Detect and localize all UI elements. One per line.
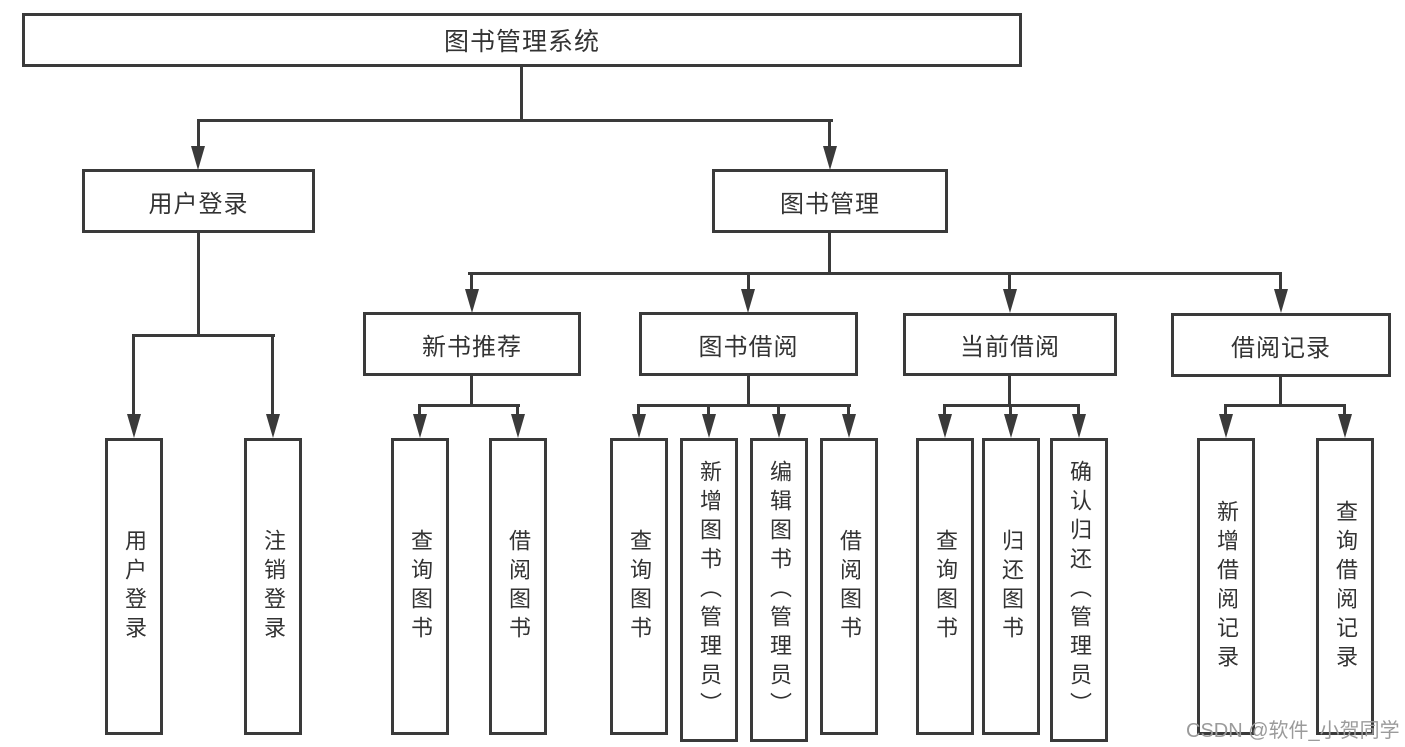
connector-line (1224, 404, 1346, 407)
leaf-query-borrow-record: 查询借阅记录 (1316, 438, 1374, 735)
connector-line (1279, 377, 1282, 406)
connector-line (520, 67, 523, 119)
connector-line (828, 119, 831, 146)
csdn-watermark: CSDN @软件_小贺同学 (1186, 720, 1400, 742)
connector-line (1224, 404, 1227, 414)
node-book-borrowing: 图书借阅 (639, 312, 858, 376)
arrow-down-icon (741, 289, 755, 313)
leaf-return-books-label: 归还图书 (999, 528, 1024, 645)
leaf-confirm-return-admin-label: 确认归还（管理员） (1067, 459, 1092, 721)
connector-line (470, 272, 473, 289)
leaf-edit-books-admin-label: 编辑图书（管理员） (767, 459, 792, 721)
leaf-return-books: 归还图书 (982, 438, 1040, 735)
node-current-borrowing-label: 当前借阅 (960, 334, 1060, 361)
connector-line (637, 404, 851, 407)
connector-line (1343, 404, 1346, 414)
node-borrow-records: 借阅记录 (1171, 313, 1391, 377)
arrow-down-icon (1274, 289, 1288, 313)
connector-line (1008, 376, 1011, 406)
node-current-borrowing: 当前借阅 (903, 313, 1117, 376)
arrow-down-icon (1219, 414, 1233, 438)
arrow-down-icon (1338, 414, 1352, 438)
arrow-down-icon (266, 414, 280, 438)
leaf-add-books-admin-label: 新增图书（管理员） (697, 459, 722, 721)
connector-line (707, 404, 710, 414)
leaf-borrow-books-borrowing: 借阅图书 (820, 438, 878, 735)
node-borrow-records-label: 借阅记录 (1231, 334, 1331, 362)
leaf-borrow-books-borrowing-label: 借阅图书 (837, 528, 862, 645)
leaf-edit-books-admin: 编辑图书（管理员） (750, 438, 808, 742)
node-new-book-recommend-label: 新书推荐 (422, 333, 522, 361)
connector-line (828, 233, 831, 274)
arrow-down-icon (1072, 414, 1086, 438)
leaf-user-login: 用户登录 (105, 438, 163, 735)
arrow-down-icon (772, 414, 786, 438)
arrow-down-icon (702, 414, 716, 438)
arrow-down-icon (1004, 414, 1018, 438)
arrow-down-icon (1003, 289, 1017, 313)
connector-line (1009, 404, 1012, 414)
node-root: 图书管理系统 (22, 13, 1022, 67)
node-book-management-label: 图书管理 (780, 190, 880, 218)
connector-line (1008, 272, 1011, 289)
leaf-query-books-borrowing-label: 查询图书 (627, 528, 652, 645)
connector-line (847, 404, 850, 414)
leaf-query-borrow-record-label: 查询借阅记录 (1333, 499, 1358, 674)
connector-line (132, 334, 135, 414)
connector-line (637, 404, 640, 414)
connector-line (468, 272, 1282, 275)
leaf-query-books-current-label: 查询图书 (933, 528, 958, 645)
connector-line (197, 233, 200, 336)
connector-line (1077, 404, 1080, 414)
arrow-down-icon (632, 414, 646, 438)
leaf-user-login-label: 用户登录 (122, 528, 147, 645)
connector-line (747, 272, 750, 289)
leaf-confirm-return-admin: 确认归还（管理员） (1050, 438, 1108, 742)
arrow-down-icon (465, 289, 479, 313)
connector-line (132, 334, 275, 337)
leaf-query-books-current: 查询图书 (916, 438, 974, 735)
node-new-book-recommend: 新书推荐 (363, 312, 581, 376)
connector-line (943, 404, 946, 414)
arrow-down-icon (511, 414, 525, 438)
leaf-query-books-recommend-label: 查询图书 (408, 528, 433, 645)
leaf-add-borrow-record-label: 新增借阅记录 (1214, 499, 1239, 674)
arrow-down-icon (191, 146, 205, 170)
connector-line (197, 119, 200, 146)
arrow-down-icon (413, 414, 427, 438)
arrow-down-icon (842, 414, 856, 438)
connector-line (777, 404, 780, 414)
connector-line (470, 376, 473, 406)
connector-line (516, 404, 519, 414)
leaf-logout: 注销登录 (244, 438, 302, 735)
leaf-add-borrow-record: 新增借阅记录 (1197, 438, 1255, 735)
leaf-add-books-admin: 新增图书（管理员） (680, 438, 738, 742)
leaf-query-books-borrowing: 查询图书 (610, 438, 668, 735)
arrow-down-icon (938, 414, 952, 438)
connector-line (271, 334, 274, 414)
connector-line (418, 404, 520, 407)
connector-line (418, 404, 421, 414)
node-root-label: 图书管理系统 (443, 28, 600, 56)
arrow-down-icon (823, 146, 837, 170)
leaf-borrow-books-recommend: 借阅图书 (489, 438, 547, 735)
connector-line (1279, 272, 1282, 289)
arrow-down-icon (127, 414, 141, 438)
node-book-management: 图书管理 (712, 169, 948, 233)
leaf-query-books-recommend: 查询图书 (391, 438, 449, 735)
node-user-login: 用户登录 (82, 169, 315, 233)
leaf-logout-label: 注销登录 (261, 528, 286, 645)
connector-line (197, 119, 833, 122)
node-user-login-label: 用户登录 (148, 190, 249, 218)
connector-line (747, 376, 750, 406)
leaf-borrow-books-recommend-label: 借阅图书 (506, 528, 531, 645)
node-book-borrowing-label: 图书借阅 (698, 333, 799, 361)
